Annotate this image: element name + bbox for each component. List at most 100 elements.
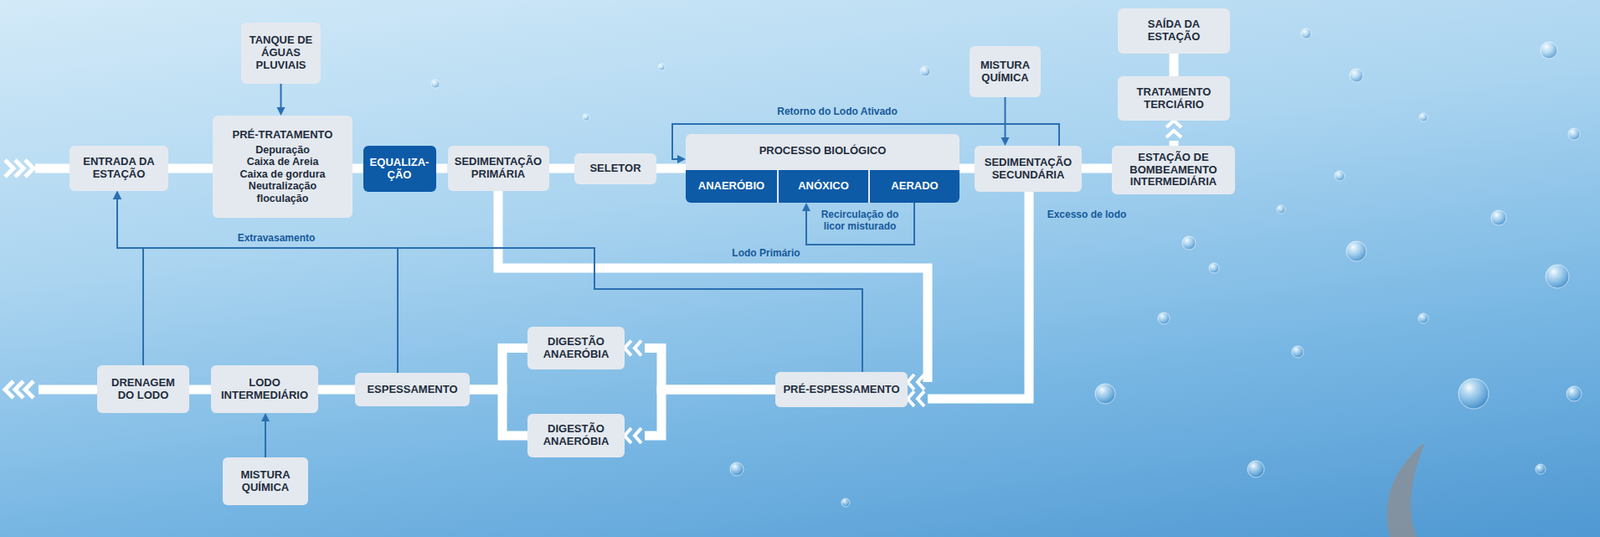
bubble <box>1334 170 1345 181</box>
bubble <box>1209 262 1220 273</box>
connector-line <box>117 197 398 373</box>
process-box: SAÍDA DA ESTAÇÃO <box>1117 8 1230 54</box>
bubble <box>1540 41 1558 59</box>
band-line <box>318 385 355 395</box>
chevron <box>5 159 14 177</box>
box-label: ESPESSAMENTO <box>366 383 458 397</box>
flow-band <box>624 389 776 443</box>
band-line <box>549 164 576 174</box>
band-line <box>189 385 211 395</box>
band-line <box>644 389 776 436</box>
arrowhead <box>113 190 122 200</box>
bubble <box>1157 312 1170 325</box>
box-label: SELETOR <box>589 162 641 175</box>
step-item: Caixa de Areia <box>246 155 319 168</box>
flow-band <box>469 389 528 436</box>
band-line <box>168 164 213 174</box>
bubble <box>1247 460 1265 478</box>
bubble <box>1346 241 1367 262</box>
flow-band <box>624 340 776 391</box>
connector-line <box>280 83 283 109</box>
bubble <box>658 63 665 71</box>
chevron-head <box>1166 120 1182 128</box>
box-label: ESTAÇÃO DE BOMBEAMENTO INTERMEDIÁRIA <box>1116 151 1230 190</box>
box-label: MISTURA QUÍMICA <box>227 468 304 494</box>
process-group: PROCESSO BIOLÓGICOANAERÓBIOANÓXICOAERADO <box>685 133 960 203</box>
bubble <box>1276 205 1286 214</box>
box-label: EQUALIZA- ÇÃO <box>368 156 432 182</box>
process-stage: ANAERÓBIO <box>685 169 777 203</box>
connector-label: Recirculação do licor misturado <box>809 209 911 233</box>
bubble <box>841 498 850 507</box>
box-label: ENTRADA DA ESTAÇÃO <box>74 155 164 181</box>
box-label: SAÍDA DA ESTAÇÃO <box>1122 18 1225 44</box>
box-label: SEDIMENTAÇÃO PRIMÁRIA <box>452 155 545 181</box>
arrowhead <box>277 107 286 116</box>
process-box: MISTURA QUÍMICA <box>969 46 1041 98</box>
process-box: SEDIMENTAÇÃO SECUNDÁRIA <box>974 145 1082 192</box>
flow-arrow <box>277 83 286 116</box>
process-box: TANQUE DE ÁGUAS PLUVIAIS <box>241 22 321 84</box>
box-label: TANQUE DE ÁGUAS PLUVIAIS <box>246 34 316 73</box>
process-box: DRENAGEM DO LODO <box>97 365 190 413</box>
box-label: ANAERÓBIO <box>698 180 765 193</box>
connector-label: Excesso de lodo <box>1047 209 1127 222</box>
bubble <box>1566 385 1582 402</box>
bubble <box>920 66 931 77</box>
process-box: TRATAMENTO TERCIÁRIO <box>1117 76 1230 121</box>
flow-band <box>168 168 213 170</box>
band-line <box>1081 164 1112 174</box>
connector-line <box>264 419 267 458</box>
process-stage: ANÓXICO <box>776 169 869 203</box>
arrowhead <box>677 154 686 164</box>
band-line <box>959 164 975 174</box>
chevron <box>5 380 14 398</box>
process-box: ESTAÇÃO DE BOMBEAMENTO INTERMEDIÁRIA <box>1111 145 1235 195</box>
chevron-head <box>917 390 925 407</box>
band-line <box>469 348 528 391</box>
bubble <box>1418 313 1429 324</box>
process-box: SELETOR <box>574 153 657 185</box>
process-box: ESPESSAMENTO <box>354 372 470 407</box>
connector-label: Lodo Primário <box>731 247 800 260</box>
grey-swoosh <box>1387 442 1426 537</box>
process-box: LODO INTERMEDIÁRIO <box>210 365 319 413</box>
arrowhead <box>261 412 270 422</box>
connector-line <box>806 202 915 245</box>
flow-band <box>907 191 1029 407</box>
chevron <box>25 159 34 177</box>
chevron-head <box>907 390 915 407</box>
band-line <box>1169 53 1179 77</box>
process-box: DIGESTÃO ANAERÓBIA <box>527 413 625 458</box>
step-item: floculação <box>257 192 309 205</box>
bubble <box>730 462 744 476</box>
chevron-head <box>907 374 915 390</box>
connector-label: Extravasamento <box>237 232 316 245</box>
flow-band <box>469 348 528 391</box>
box-label: TRATAMENTO TERCIÁRIO <box>1122 86 1225 112</box>
bubble <box>1458 378 1489 409</box>
flow-band <box>1166 120 1182 146</box>
bubble <box>1419 113 1428 122</box>
chevron <box>25 380 34 398</box>
arrowhead <box>802 202 811 211</box>
arrowhead <box>113 190 122 200</box>
bubble <box>1535 463 1546 474</box>
process-box: ENTRADA DA ESTAÇÃO <box>69 145 169 191</box>
connector-line <box>117 197 144 366</box>
flow-arrow <box>1001 97 1010 146</box>
connector-label: Retorno do Lodo Ativado <box>776 106 898 119</box>
band-line <box>436 164 448 174</box>
flow-band <box>189 389 211 391</box>
step-item: Neutralização <box>248 180 317 192</box>
band-line <box>498 190 928 382</box>
bubble <box>582 113 590 121</box>
flow-band <box>318 389 355 391</box>
bubble <box>1182 236 1196 250</box>
arrowhead <box>1001 137 1010 146</box>
box-label: AERADO <box>890 180 938 193</box>
chevron-head <box>634 340 642 356</box>
bubbles <box>431 28 1582 507</box>
connector-line <box>117 197 863 372</box>
chevron-head <box>1166 130 1182 138</box>
